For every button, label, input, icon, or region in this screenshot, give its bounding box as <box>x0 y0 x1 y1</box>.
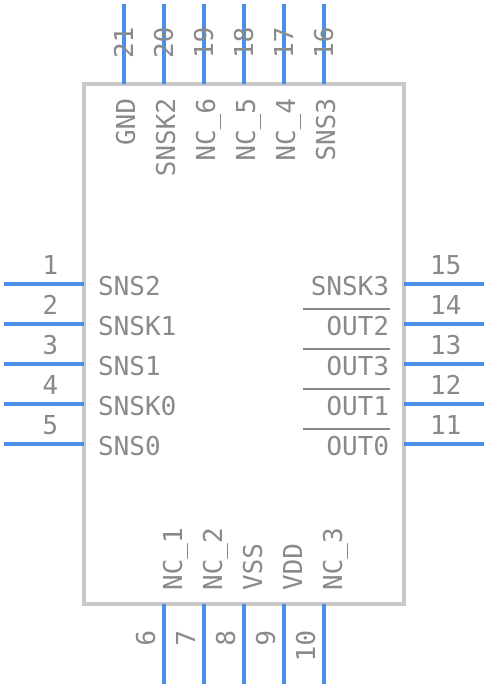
right-pins: 15 14 13 12 11 SNSK3 OUT2 OUT3 OUT1 OUT0 <box>303 251 461 462</box>
pin-number: 9 <box>252 630 282 646</box>
pin-number: 2 <box>42 291 58 321</box>
pin-name: SNS0 <box>98 432 161 462</box>
pin-number: 12 <box>430 371 461 401</box>
pin-name: SNS2 <box>98 272 161 302</box>
pin-name: NC_2 <box>199 527 229 590</box>
pin-number: 4 <box>42 371 58 401</box>
pin-number: 14 <box>430 291 461 321</box>
pin-number: 19 <box>190 27 220 58</box>
component-body <box>82 82 406 606</box>
pin-name: GND <box>112 98 142 145</box>
pin-name: OUT2 <box>326 312 389 342</box>
pin-name: OUT1 <box>326 392 389 422</box>
pin-name: OUT3 <box>326 352 389 382</box>
pin-number: 21 <box>110 27 140 58</box>
pin-name: VSS <box>239 543 269 590</box>
pin-name: SNS1 <box>98 352 161 382</box>
pin-number: 16 <box>310 27 340 58</box>
pin-name: NC_3 <box>319 527 349 590</box>
pin-name: SNSK1 <box>98 312 176 342</box>
top-pins: 21 20 19 18 17 16 GND SNSK2 NC_6 NC_5 NC… <box>110 27 342 177</box>
pin-number: 15 <box>430 251 461 281</box>
pin-number: 10 <box>292 630 322 661</box>
pin-number: 7 <box>172 630 202 646</box>
pin-number: 3 <box>42 331 58 361</box>
pin-name: NC_5 <box>232 98 262 161</box>
bottom-pins: 6 7 8 9 10 NC_1 NC_2 VSS VDD NC_3 <box>132 527 349 661</box>
pin-number: 8 <box>212 630 242 646</box>
pin-name: SNSK0 <box>98 392 176 422</box>
pin-name: SNSK2 <box>152 98 182 176</box>
pin-number: 13 <box>430 331 461 361</box>
pin-name: NC_4 <box>272 98 302 161</box>
pin-number: 6 <box>132 630 162 646</box>
pin-number: 1 <box>42 251 58 281</box>
pin-lines <box>4 4 484 684</box>
pin-number: 20 <box>150 27 180 58</box>
pin-number: 17 <box>270 27 300 58</box>
pin-name: NC_1 <box>159 527 189 590</box>
active-low-overbars <box>303 308 390 430</box>
pin-name: SNSK3 <box>311 272 389 302</box>
pin-number: 5 <box>42 411 58 441</box>
pin-name: SNS3 <box>312 98 342 161</box>
left-pins: 1 2 3 4 5 SNS2 SNSK1 SNS1 SNSK0 SNS0 <box>42 251 176 462</box>
pin-number: 11 <box>430 411 461 441</box>
pin-name: OUT0 <box>326 432 389 462</box>
pin-name: NC_6 <box>192 98 222 161</box>
pin-name: VDD <box>279 543 309 590</box>
pin-number: 18 <box>230 27 260 58</box>
